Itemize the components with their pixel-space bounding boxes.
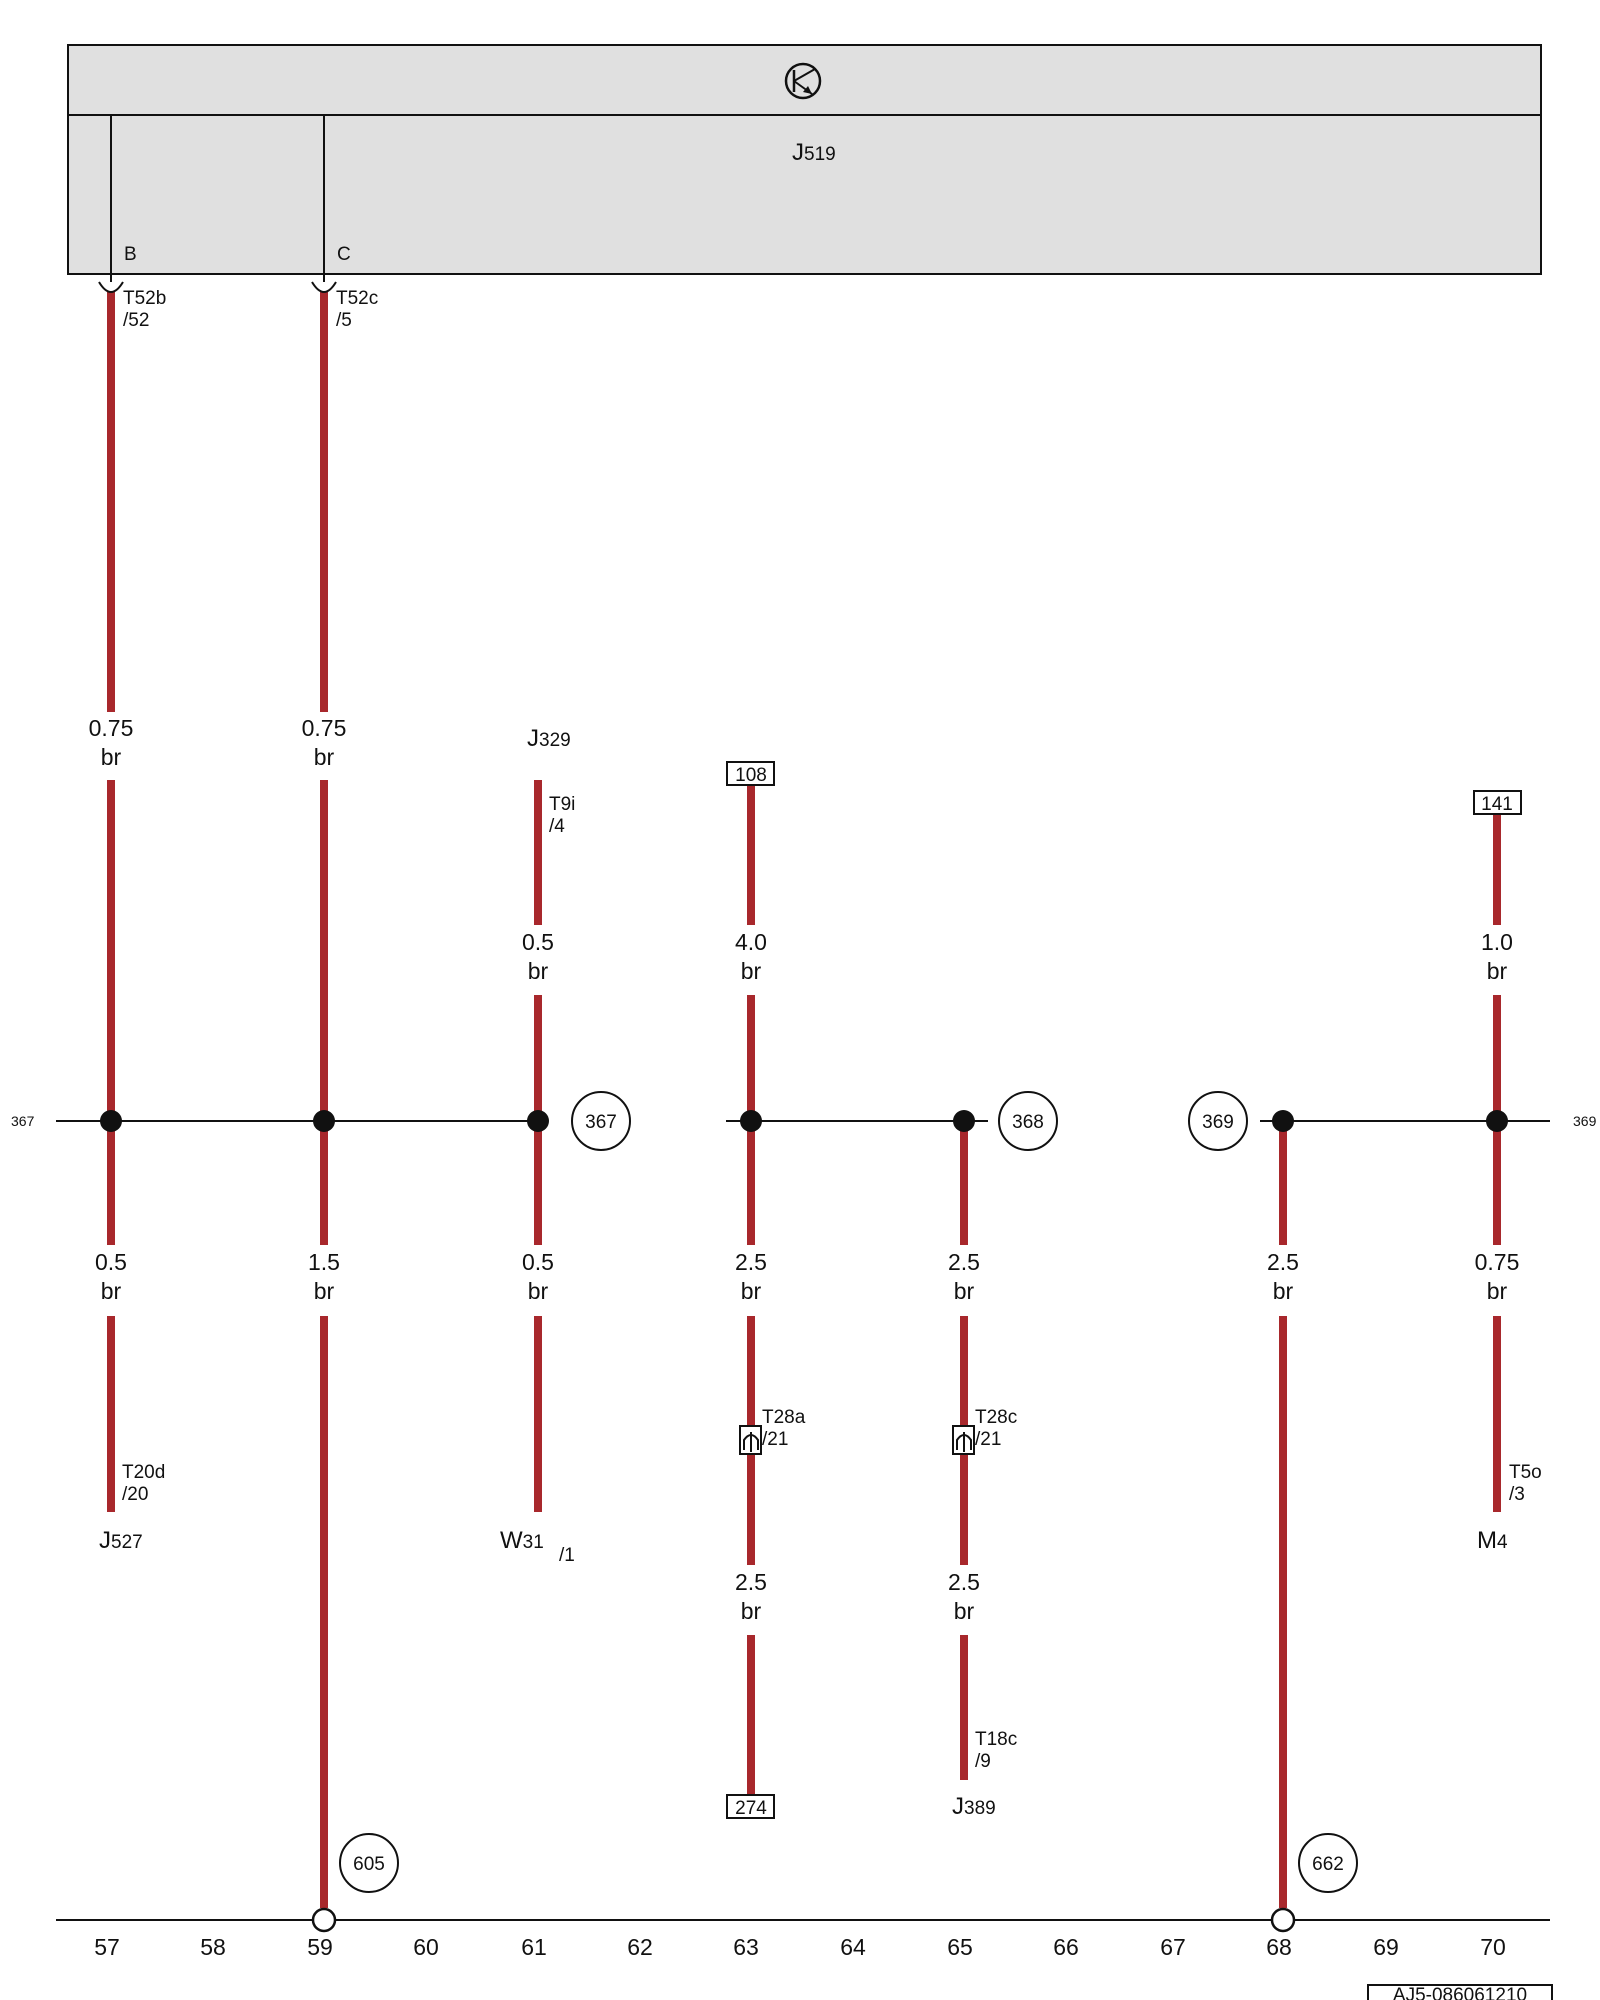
splice-dot xyxy=(953,1110,975,1132)
component-label-j389: J389 xyxy=(952,1793,996,1820)
track-number: 61 xyxy=(521,1934,547,1960)
ref-circle-frame xyxy=(571,1091,631,1151)
component-label-j329: J329 xyxy=(527,725,571,752)
track-number: 67 xyxy=(1160,1934,1186,1960)
track-number: 64 xyxy=(840,1934,866,1960)
ref-circle-369: 369 xyxy=(1202,1112,1234,1133)
track-number: 65 xyxy=(947,1934,973,1960)
wire-segments xyxy=(107,292,1501,1908)
component-label-w31: W31 xyxy=(500,1527,544,1554)
track-number: 57 xyxy=(94,1934,120,1960)
ref-circle-frame xyxy=(339,1833,399,1893)
track-numbers: 57 58 59 60 61 62 63 64 65 66 67 68 69 7… xyxy=(94,1934,1506,1960)
inline-connector-icon xyxy=(739,1425,762,1455)
component-label-j527: J527 xyxy=(99,1527,143,1554)
splice-dot xyxy=(740,1110,762,1132)
connector-cup-icon xyxy=(98,281,124,293)
ref-circle-368: 368 xyxy=(1012,1112,1044,1133)
track-number: 66 xyxy=(1053,1934,1079,1960)
connector-labels: T52b/52 T52c/5 T9i/4 T28a/21 T28c/21 T20… xyxy=(122,288,1542,1772)
ref-box-274: 274 xyxy=(735,1798,767,1819)
track-number: 58 xyxy=(200,1934,226,1960)
connector-label: T20d/20 xyxy=(122,1462,165,1505)
splice-dot xyxy=(1272,1110,1294,1132)
ref-circle-605: 605 xyxy=(353,1854,385,1875)
transistor-symbol-icon xyxy=(784,62,822,100)
ref-box-frame xyxy=(726,1794,775,1819)
track-number: 60 xyxy=(413,1934,439,1960)
ref-circle-367: 367 xyxy=(585,1112,617,1133)
ref-circle-frame xyxy=(1298,1833,1358,1893)
splice-dot xyxy=(313,1110,335,1132)
ref-box-141: 141 xyxy=(1481,794,1513,815)
connector-label: T9i/4 xyxy=(549,794,575,837)
component-pin-w31: /1 xyxy=(559,1545,575,1566)
connector-symbols xyxy=(98,281,975,1455)
splice-dot xyxy=(527,1110,549,1132)
footer-code-text: AJ5-086061210 xyxy=(1393,1985,1527,2000)
ref-box-frame xyxy=(726,761,775,786)
ref-box-frame xyxy=(1473,790,1522,815)
ground-points xyxy=(311,1907,1296,1933)
track-number: 69 xyxy=(1373,1934,1399,1960)
component-labels: J329 J527 W31 /1 M4 J389 xyxy=(99,725,1508,1820)
ref-circle-frame xyxy=(1188,1091,1248,1151)
module-frame xyxy=(67,44,1542,275)
connector-label: T28c/21 xyxy=(975,1407,1017,1450)
splice-bus-lines xyxy=(56,1120,1550,1921)
track-number: 68 xyxy=(1266,1934,1292,1960)
footer-code: AJ5-086061210 xyxy=(1367,1984,1553,2000)
splice-dot xyxy=(100,1110,122,1132)
pin-label-c: C xyxy=(337,244,351,265)
footer-code-frame xyxy=(1367,1984,1553,2000)
track-number: 63 xyxy=(733,1934,759,1960)
edge-ref-right: 369 xyxy=(1573,1113,1597,1129)
component-label-m4: M4 xyxy=(1477,1527,1508,1554)
inline-connector-icon xyxy=(952,1425,975,1455)
reference-circles: 367 368 369 605 662 xyxy=(339,1091,1358,1893)
ground-point-605 xyxy=(311,1907,337,1933)
pin-label-b: B xyxy=(124,244,137,265)
connector-label: T28a/21 xyxy=(762,1407,806,1450)
connector-label: T5o/3 xyxy=(1509,1462,1542,1505)
ref-circle-frame xyxy=(998,1091,1058,1151)
track-number: 59 xyxy=(307,1934,333,1960)
splice-dot xyxy=(1486,1110,1508,1132)
ground-point-662 xyxy=(1270,1907,1296,1933)
splice-points xyxy=(100,1110,1508,1132)
track-number: 62 xyxy=(627,1934,653,1960)
module-j519: J519 B C xyxy=(67,44,1542,282)
ref-box-108: 108 xyxy=(735,765,767,786)
reference-boxes: 108 141 274 xyxy=(726,761,1522,1819)
edge-ref-left: 367 xyxy=(11,1113,35,1129)
component-label-j519: J519 xyxy=(792,139,836,166)
track-number: 70 xyxy=(1480,1934,1506,1960)
connector-label: T52c/5 xyxy=(336,288,378,331)
connector-label: T18c/9 xyxy=(975,1729,1017,1772)
connector-cup-icon xyxy=(311,281,337,293)
ref-circle-662: 662 xyxy=(1312,1854,1344,1875)
connector-label: T52b/52 xyxy=(123,288,166,331)
